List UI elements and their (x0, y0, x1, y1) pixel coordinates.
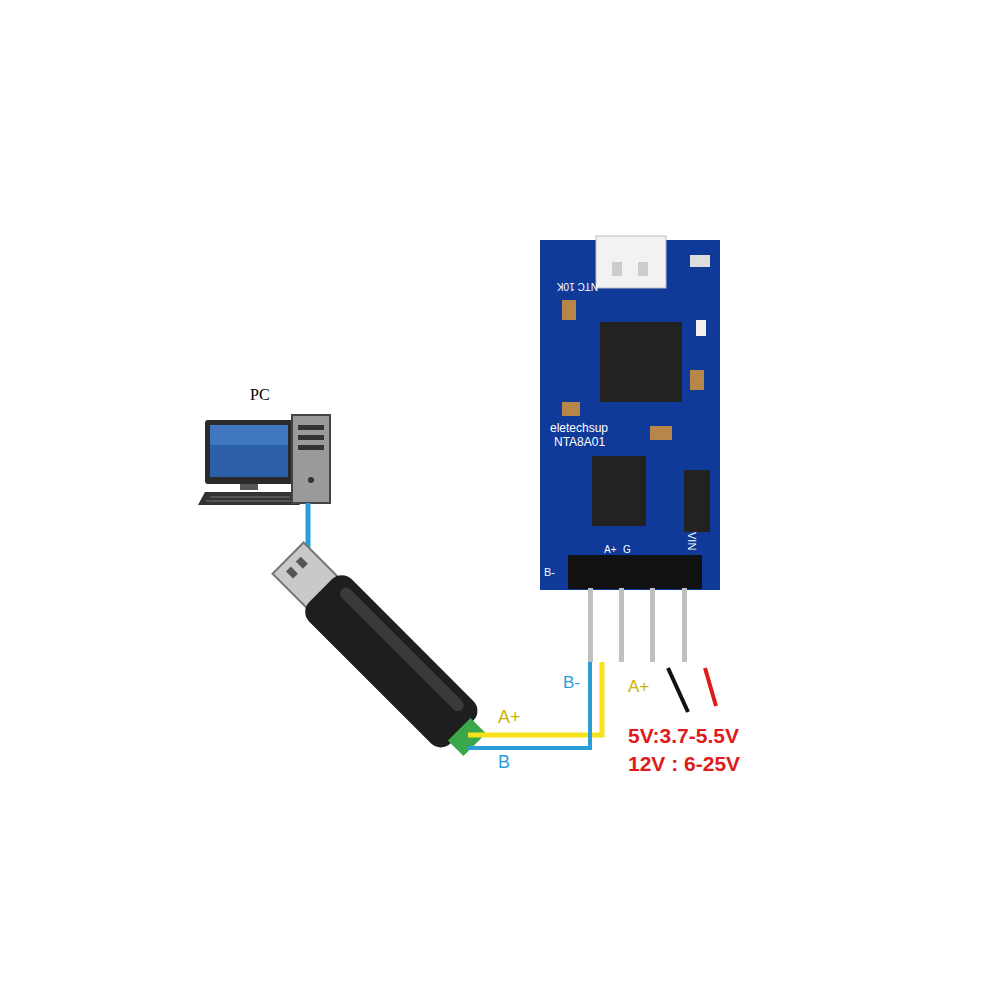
voltage-note: 12V : 6-25V (628, 752, 740, 775)
silkscreen-text: NTC 10K (557, 281, 598, 292)
signal-name: A+ (626, 678, 651, 697)
pc-icon (198, 415, 330, 505)
a-wire (468, 662, 602, 735)
module-board (540, 236, 720, 662)
vin-wire (705, 668, 716, 706)
signal-name: B (498, 753, 510, 773)
pin-name: B- (544, 566, 555, 578)
pin-name: A+ (604, 544, 617, 555)
voltage-note: 5V:3.7-5.5V (628, 724, 739, 747)
pin-name: VIN (686, 532, 698, 550)
usb-adapter (267, 537, 496, 766)
model-text: NTA8A01 (554, 436, 605, 449)
pc-label: PC (250, 386, 270, 404)
signal-name: B- (561, 674, 582, 693)
signal-name: A+ (498, 708, 521, 728)
b-wire (468, 662, 590, 748)
gnd-wire (668, 668, 688, 712)
pin-name: G (623, 544, 631, 555)
board-node: NTC 10K eletechsupNTA8A01B- A+ G VIN (540, 240, 720, 590)
pc-node: PC (230, 382, 300, 412)
brand-text: eletechsup (550, 422, 608, 435)
